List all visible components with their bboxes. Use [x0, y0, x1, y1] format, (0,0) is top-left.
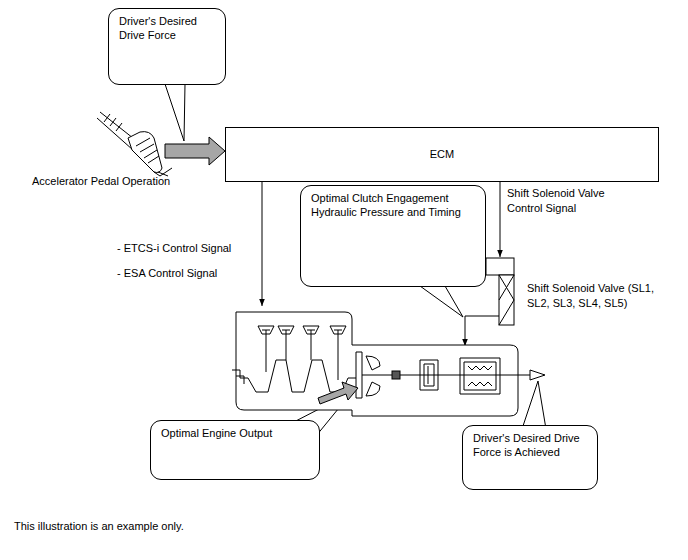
- signal-name: - ESA Control Signal: [117, 267, 217, 279]
- node-text: Optimal Engine Output: [161, 427, 309, 441]
- accelerator-pedal: [97, 112, 172, 176]
- signal-name: - ETCS-i Control Signal: [117, 242, 231, 254]
- powertrain-part: [330, 326, 346, 380]
- shift-solenoid-valve: [486, 258, 514, 325]
- powertrain-part: [232, 360, 356, 392]
- accelerator-pedal-part: [104, 114, 122, 131]
- powertrain-part: [258, 326, 274, 372]
- node-text: Driver's Desired Drive Force is Achieved: [473, 432, 587, 460]
- part-label: Accelerator Pedal Operation: [32, 175, 170, 187]
- powertrain-part: [420, 360, 438, 390]
- label-holder: Accelerator Pedal Operation: [32, 174, 202, 189]
- input-arrow: [165, 137, 225, 165]
- powertrain-part: [392, 371, 400, 379]
- powertrain-part: [236, 312, 518, 416]
- shift-solenoid-valve-part: [499, 275, 514, 325]
- powertrain-part: [468, 366, 492, 386]
- callout-tails-part: [522, 381, 546, 429]
- shift-solenoid-valve-part: [499, 275, 514, 325]
- shift-solenoid-valve-part: [486, 258, 514, 275]
- node-text: Driver's Desired Drive Force: [119, 15, 215, 43]
- label-holder: This illustration is an example only.: [14, 519, 314, 534]
- powertrain-part: [236, 376, 244, 384]
- powertrain-part: [530, 370, 545, 380]
- powertrain-part: [303, 326, 319, 360]
- label-holder: Shift Solenoid Valve Control Signal: [507, 186, 625, 216]
- control-signal-line: [262, 182, 263, 306]
- powertrain-part: [460, 358, 500, 394]
- powertrain: [232, 312, 545, 416]
- powertrain-part: [362, 375, 530, 376]
- callout-bubble: Optimal Engine Output: [150, 420, 320, 480]
- callout-bubble: Optimal Clutch Engagement Hydraulic Pres…: [300, 185, 486, 287]
- hydraulic-line: [465, 316, 466, 346]
- part-label: Shift Solenoid Valve (SL1, SL2, SL3, SL4…: [527, 282, 654, 309]
- node-text: Optimal Clutch Engagement Hydraulic Pres…: [311, 192, 475, 220]
- hydraulic-line: [465, 316, 499, 317]
- accelerator-pedal-part: [128, 132, 162, 173]
- label-holder: Shift Solenoid Valve (SL1, SL2, SL3, SL4…: [527, 281, 677, 311]
- output-arrow: [318, 382, 358, 404]
- callout-bubble: Driver's Desired Drive Force: [108, 8, 226, 85]
- label-holder: - ESA Control Signal: [117, 266, 287, 281]
- callout-tails-part: [165, 84, 185, 141]
- callout-tails-part: [420, 286, 463, 317]
- signal-name: Shift Solenoid Valve Control Signal: [507, 187, 605, 214]
- powertrain-part: [278, 326, 294, 360]
- note: This illustration is an example only.: [14, 520, 184, 532]
- ecm-box: ECM: [225, 127, 659, 182]
- powertrain-part: [366, 356, 380, 396]
- accelerator-pedal-part: [136, 138, 159, 163]
- accelerator-pedal-part: [154, 168, 172, 176]
- label-holder: - ETCS-i Control Signal: [117, 241, 287, 256]
- node-text: ECM: [430, 148, 454, 162]
- callout-bubble: Driver's Desired Drive Force is Achieved: [462, 425, 598, 490]
- solenoid-signal-line: [500, 182, 501, 257]
- powertrain-part: [356, 352, 362, 398]
